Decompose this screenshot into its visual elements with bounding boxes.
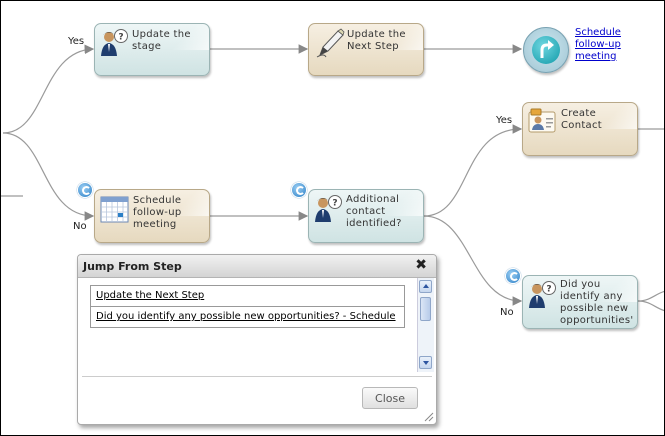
connector-opp-out-2 [637, 300, 664, 312]
connector-yes-contact [423, 124, 523, 217]
person-question-icon: ? [529, 281, 556, 308]
connector-no-mid [2, 132, 95, 221]
schedule-followup-link[interactable]: Schedule follow-up meeting [575, 27, 621, 62]
connector-yes-top [2, 44, 95, 134]
list-item[interactable]: Update the Next Step [91, 286, 404, 307]
jump-from-step-dialog: Jump From Step ✖ Update the Next Step Di… [77, 254, 437, 425]
dialog-title: Jump From Step [83, 260, 182, 273]
scrollbar-thumb[interactable] [420, 297, 431, 321]
schedule-arrow-icon [532, 36, 560, 64]
step-label: Additional contact identified? [346, 194, 402, 229]
jump-step-list: Update the Next Step Did you identify an… [90, 285, 405, 328]
step-label: Update the Next Step [347, 29, 406, 52]
person-question-icon: ? [101, 29, 128, 56]
step-recycle-icon[interactable] [291, 182, 307, 198]
step-recycle-icon[interactable] [505, 268, 521, 284]
resize-grip-icon[interactable] [424, 412, 434, 422]
step-identify-opportunities[interactable]: ? Did you identify any possible new oppo… [522, 275, 638, 329]
dialog-divider [82, 376, 432, 377]
close-icon[interactable]: ✖ [415, 257, 427, 273]
step-label: Did you identify any possible new opport… [560, 279, 634, 326]
scroll-up-arrow-icon[interactable] [419, 280, 432, 293]
step-label: Schedule follow-up meeting [133, 195, 182, 230]
branch-label-no: No [500, 307, 514, 318]
svg-text:?: ? [546, 285, 551, 295]
branch-label-yes: Yes [68, 36, 85, 47]
step-update-next-step[interactable]: Update the Next Step [308, 23, 424, 76]
scroll-down-arrow-icon[interactable] [419, 356, 432, 369]
step-additional-contact[interactable]: ? Additional contact identified? [308, 189, 424, 243]
person-question-icon: ? [315, 195, 342, 222]
pen-icon [316, 28, 345, 58]
step-schedule-meeting[interactable]: Schedule follow-up meeting [94, 189, 210, 243]
step-label: Create Contact [561, 108, 603, 131]
schedule-step-circle[interactable] [523, 27, 569, 73]
vertical-scrollbar[interactable] [417, 278, 434, 372]
step-update-stage[interactable]: ? Update the stage [94, 23, 210, 76]
close-button[interactable]: Close [362, 387, 418, 409]
calendar-icon [100, 196, 129, 223]
connector-opp-out-1 [637, 290, 664, 302]
connector-no-opportunities [423, 215, 523, 306]
svg-text:?: ? [118, 33, 123, 43]
contact-card-icon [528, 108, 556, 133]
branch-label-no: No [73, 221, 87, 232]
svg-text:?: ? [332, 199, 337, 209]
step-create-contact[interactable]: Create Contact [522, 102, 638, 156]
branch-label-yes: Yes [496, 115, 513, 126]
step-label: Update the stage [132, 29, 191, 52]
step-recycle-icon[interactable] [77, 182, 93, 198]
list-item[interactable]: Did you identify any possible new opport… [96, 311, 396, 322]
dialog-titlebar[interactable]: Jump From Step ✖ [78, 255, 436, 278]
